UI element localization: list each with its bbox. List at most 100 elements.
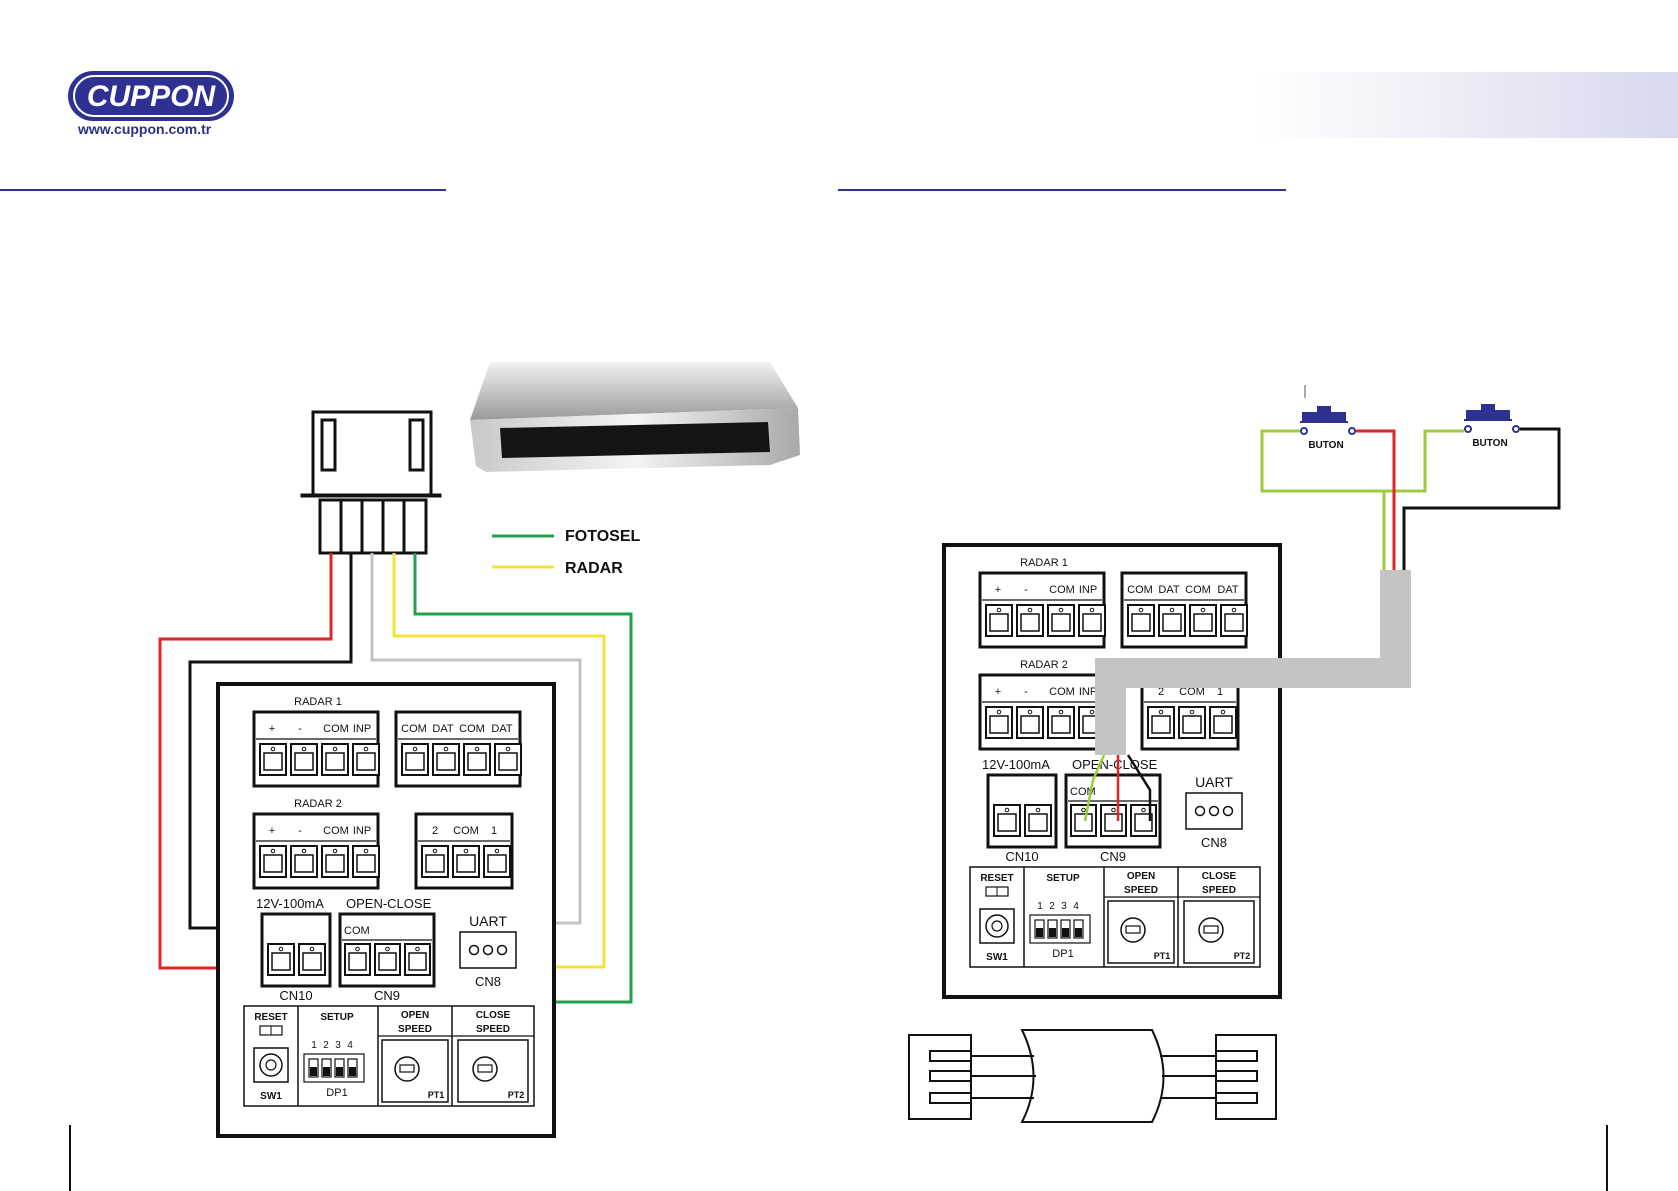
website-url[interactable]: www.cuppon.com.tr	[78, 121, 212, 137]
left-cn10-dot	[278, 946, 284, 952]
right-uart-pin	[1194, 805, 1206, 817]
right-radar1-block-screw	[989, 613, 1009, 632]
right-radar2-block-screw	[1051, 715, 1071, 734]
right-cn10-dot	[1035, 807, 1041, 813]
right-cn10-label: CN10	[1005, 849, 1038, 864]
right-open-label: OPEN	[1127, 871, 1155, 882]
right-cn8-label: CN8	[1201, 835, 1227, 850]
left-dip-lever	[323, 1067, 330, 1076]
left-radar1-block-dot	[301, 746, 307, 752]
right-uart-label: UART	[1195, 774, 1233, 790]
sensor-connector	[300, 410, 442, 555]
left-radar2-block-screw	[294, 854, 314, 873]
right-radar2-block-label: COM	[1049, 686, 1075, 698]
left-relay-block-screw	[425, 854, 445, 873]
wire-legend: FOTOSEL RADAR	[492, 528, 640, 577]
right-cn9-dot	[1141, 807, 1146, 813]
left-dat-block-screw	[405, 752, 425, 771]
right-dip-num: 3	[1061, 901, 1067, 912]
right-pt1-slot	[1125, 925, 1141, 934]
header-gradient-band	[1255, 72, 1678, 138]
right-pt1-label: PT1	[1154, 951, 1171, 961]
left-dat-block-screw	[467, 752, 487, 771]
right-radar1-block-screw	[1051, 613, 1071, 632]
right-dat-block-screw	[1224, 613, 1244, 632]
push-button-2: BUTON	[1464, 404, 1520, 449]
right-cn10-screw	[1028, 813, 1048, 832]
left-dat-block-dot	[505, 746, 511, 752]
left-cn10-label: CN10	[279, 988, 312, 1003]
right-dip-num: 2	[1049, 901, 1055, 912]
right-relay-block-dot	[1158, 709, 1164, 715]
left-uart-pin	[468, 944, 480, 956]
left-uart-pin	[496, 944, 508, 956]
right-openclose-label: OPEN-CLOSE	[1072, 757, 1158, 772]
red-wire	[158, 553, 333, 970]
right-radar2-block-screw	[1020, 715, 1040, 734]
right-dat-block-dot	[1169, 607, 1175, 613]
left-cn9-dot	[385, 946, 390, 952]
right-sw1-label: SW1	[986, 952, 1008, 963]
right-dat-block-label: COM	[1127, 584, 1153, 596]
right-dat-block-screw	[1162, 613, 1182, 632]
left-radar2-block-label: INP	[353, 825, 371, 837]
left-radar1-block-dot	[332, 746, 338, 752]
left-uart-pin	[482, 944, 494, 956]
left-openclose-label: OPEN-CLOSE	[346, 896, 432, 911]
right-radar2-block-dot	[1058, 709, 1064, 715]
right-relay-block-screw	[1151, 715, 1171, 734]
right-radar1-block-screw	[1082, 613, 1102, 632]
right-dip-num: 4	[1073, 901, 1079, 912]
button-2-label: BUTON	[1472, 438, 1507, 449]
cable-diagram	[908, 1029, 1277, 1123]
right-dip-lever	[1036, 928, 1043, 937]
right-radar1-block-dot	[1027, 607, 1033, 613]
right-dat-block-dot	[1231, 607, 1237, 613]
right-dip-lever	[1049, 928, 1056, 937]
left-relay-block-screw	[456, 854, 476, 873]
left-cn8-label: CN8	[475, 974, 501, 989]
legend-fotosel-label: FOTOSEL	[565, 528, 640, 545]
right-relay-block-label: 2	[1158, 686, 1164, 698]
right-relay-block-screw	[1213, 715, 1233, 734]
right-uart-pin	[1222, 805, 1234, 817]
left-radar1-block-label: +	[269, 723, 275, 735]
left-radar2-block-dot	[363, 848, 369, 854]
right-dat-block-screw	[1131, 613, 1151, 632]
left-close-label: CLOSE	[476, 1010, 511, 1021]
left-radar1-block-label: INP	[353, 723, 371, 735]
radar-sensor-image	[470, 362, 800, 472]
grey-cable-conduit	[1095, 570, 1411, 755]
left-relay-block-screw	[487, 854, 507, 873]
right-relay-block-dot	[1189, 709, 1195, 715]
right-radar2-block-dot	[1027, 709, 1033, 715]
right-dat-block-label: DAT	[1158, 584, 1179, 596]
right-cn10-dot	[1004, 807, 1010, 813]
left-pt1-slot	[399, 1064, 415, 1073]
left-relay-block-label: 1	[491, 825, 497, 837]
right-radar2-block-dot	[1089, 709, 1095, 715]
left-radar1-block-dot	[363, 746, 369, 752]
left-radar1-block-dot	[270, 746, 276, 752]
right-radar1-block-dot	[996, 607, 1002, 613]
left-radar2-block-label: +	[269, 825, 275, 837]
right-reset-label: RESET	[980, 873, 1013, 884]
right-dat-block-label: COM	[1185, 584, 1211, 596]
logo-text: CUPPON	[87, 80, 217, 113]
left-radar1-block-screw	[325, 752, 345, 771]
left-relay-block-label: 2	[432, 825, 438, 837]
left-relay-block-dot	[432, 848, 438, 854]
right-radar1-label: RADAR 1	[1020, 557, 1068, 569]
left-cn9-label: CN9	[374, 988, 400, 1003]
right-cn9-screw	[1104, 813, 1123, 832]
right-dat-block-screw	[1193, 613, 1213, 632]
left-radar1-block-label: -	[298, 723, 302, 735]
right-dip-num: 1	[1037, 901, 1043, 912]
right-relay-block-label: COM	[1179, 686, 1205, 698]
right-pt2-label: PT2	[1234, 951, 1251, 961]
left-dat-block-screw	[498, 752, 518, 771]
legend-radar-label: RADAR	[565, 560, 623, 577]
